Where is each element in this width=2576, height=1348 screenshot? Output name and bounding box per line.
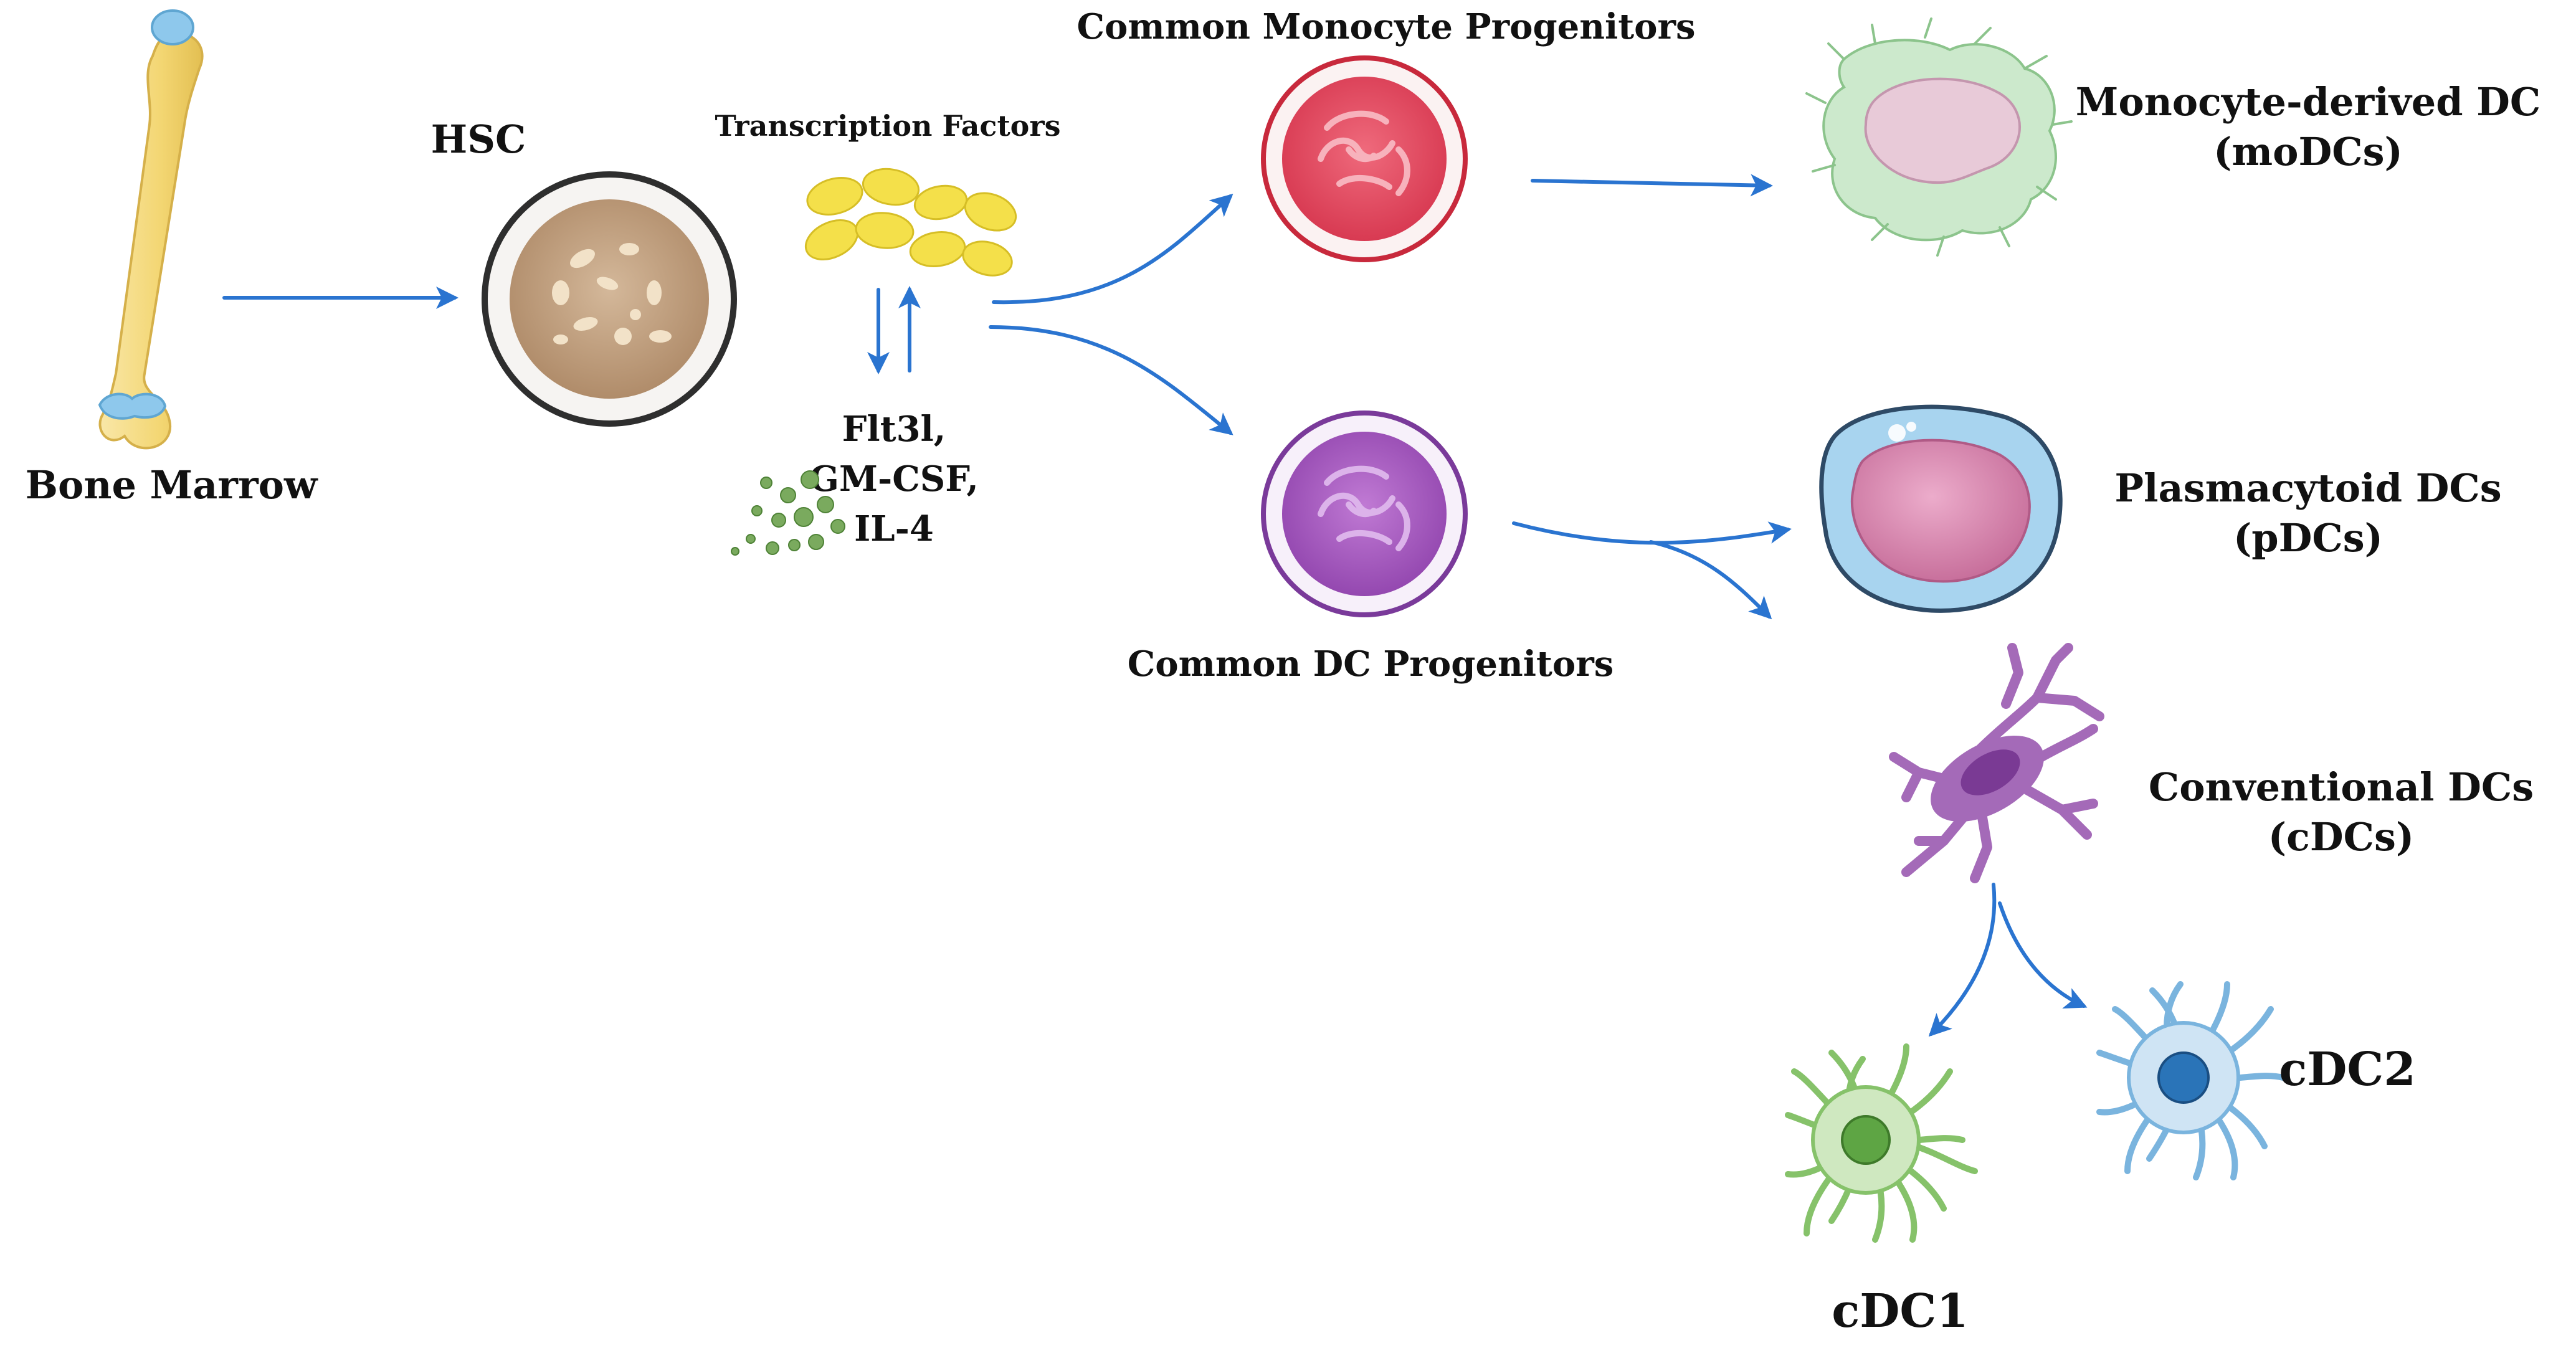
- cdc2-cell-icon: [2096, 981, 2286, 1180]
- cdp-cell-icon: [1261, 411, 1468, 617]
- hsc-cell-icon: [482, 171, 737, 427]
- cdc1-cell-icon: [1785, 1043, 1978, 1243]
- arrow-cdp-to-cdc: [1649, 540, 1772, 620]
- arrow-cdc-to-cdc2: [1998, 901, 2088, 1009]
- cdc-label-line2: (cDCs): [2268, 814, 2414, 860]
- arrow-cdp-to-pdc: [1512, 521, 1792, 545]
- cdc-label-line1: Conventional DCs: [2149, 764, 2534, 810]
- cmp-cell-icon: [1261, 55, 1468, 262]
- cdp-label: Common DC Progenitors: [1128, 643, 1614, 685]
- transcription-factor-icon: [804, 168, 1017, 277]
- arrow-to-cmp: [992, 193, 1233, 305]
- cytokine-dots-icon: [731, 470, 845, 556]
- cytokine-flt3l-label: Flt3l,: [842, 409, 946, 450]
- cdc-cell-icon: [1889, 643, 2104, 883]
- bone-icon: [98, 9, 204, 450]
- cdc2-label: cDC2: [2279, 1043, 2416, 1096]
- pdc-label-line2: (pDCs): [2233, 515, 2383, 561]
- pdc-label-line1: Plasmacytoid DCs: [2114, 465, 2501, 511]
- cdc1-label: cDC1: [1832, 1284, 1969, 1338]
- transcription-factors-label: Transcription Factors: [715, 109, 1060, 143]
- arrow-cdc-to-cdc1: [1928, 883, 1997, 1037]
- modc-cell-icon: [1805, 17, 2073, 257]
- bidirectional-arrows: [867, 286, 921, 374]
- pdc-cell-icon: [1819, 404, 2063, 613]
- flow-arrows: [222, 174, 2088, 1037]
- arrow-cmp-to-modc: [1531, 174, 1773, 197]
- cmp-label: Common Monocyte Progenitors: [1077, 6, 1695, 47]
- arrow-to-cdp: [989, 325, 1233, 435]
- cytokine-il4-label: IL-4: [854, 508, 934, 549]
- modc-label-line2: (moDCs): [2213, 129, 2403, 174]
- bone-marrow-label: Bone Marrow: [26, 462, 318, 508]
- cytokine-gmcsf-label: GM-CSF,: [809, 458, 979, 500]
- hsc-label: HSC: [431, 116, 526, 162]
- modc-label-line1: Monocyte-derived DC: [2076, 79, 2541, 125]
